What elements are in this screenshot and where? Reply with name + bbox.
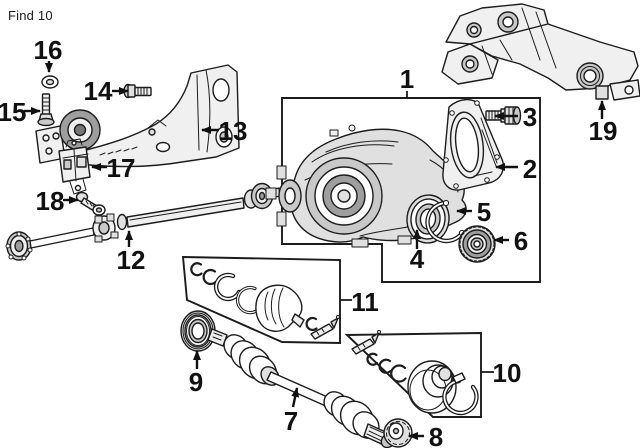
- callout-1[interactable]: 1: [400, 64, 414, 94]
- callout-13[interactable]: 13: [219, 116, 248, 146]
- callout-9[interactable]: 9: [189, 367, 203, 397]
- callout-5[interactable]: 5: [477, 197, 491, 227]
- callout-15[interactable]: 15: [0, 97, 26, 127]
- group-box-differential: [281, 97, 541, 283]
- callout-6[interactable]: 6: [514, 226, 528, 256]
- callout-18[interactable]: 18: [36, 186, 65, 216]
- callout-10[interactable]: 10: [493, 358, 522, 388]
- callout-12[interactable]: 12: [117, 245, 146, 275]
- rear-crossmember-drawing: [441, 3, 640, 101]
- outer-boot-kit-drawing: [351, 330, 479, 416]
- callout-leaders: [24, 61, 606, 440]
- flange-seal-drawing: [458, 225, 496, 263]
- callout-17[interactable]: 17: [107, 153, 136, 183]
- callout-labels: 1 2 3 4 5 6 7 8 9 10 11 12 13 14 15 16 1…: [0, 35, 617, 448]
- callout-7[interactable]: 7: [284, 406, 298, 436]
- control-module-drawing: [58, 138, 91, 195]
- differential-cover-drawing: [442, 98, 505, 191]
- flange-bolt-14-drawing: [123, 83, 152, 99]
- trailing-arm-bracket-drawing: [35, 64, 240, 168]
- callout-14[interactable]: 14: [84, 76, 113, 106]
- washer-drawing: [41, 75, 59, 89]
- group-box-boot-kit-10: [344, 332, 482, 418]
- axle-seal-drawing: [180, 310, 216, 352]
- callout-2[interactable]: 2: [523, 154, 537, 184]
- callout-16[interactable]: 16: [34, 35, 63, 65]
- stud-bolt-drawing: [37, 93, 55, 127]
- axle-shaft-drawing: [207, 328, 398, 448]
- callout-4[interactable]: 4: [410, 244, 425, 274]
- snap-ring-drawing: [425, 199, 466, 244]
- find-instruction: Find 10: [8, 8, 53, 23]
- callout-3[interactable]: 3: [523, 102, 537, 132]
- propeller-shaft-drawing: [5, 182, 281, 261]
- flange-bolt-18-drawing: [75, 191, 106, 216]
- callout-11[interactable]: 11: [351, 287, 379, 317]
- callout-19[interactable]: 19: [589, 116, 618, 146]
- group-box-boot-kit-11: [181, 256, 341, 344]
- callout-8[interactable]: 8: [429, 422, 443, 448]
- splined-ring-drawing: [383, 418, 413, 448]
- inner-boot-kit-drawing: [190, 262, 340, 340]
